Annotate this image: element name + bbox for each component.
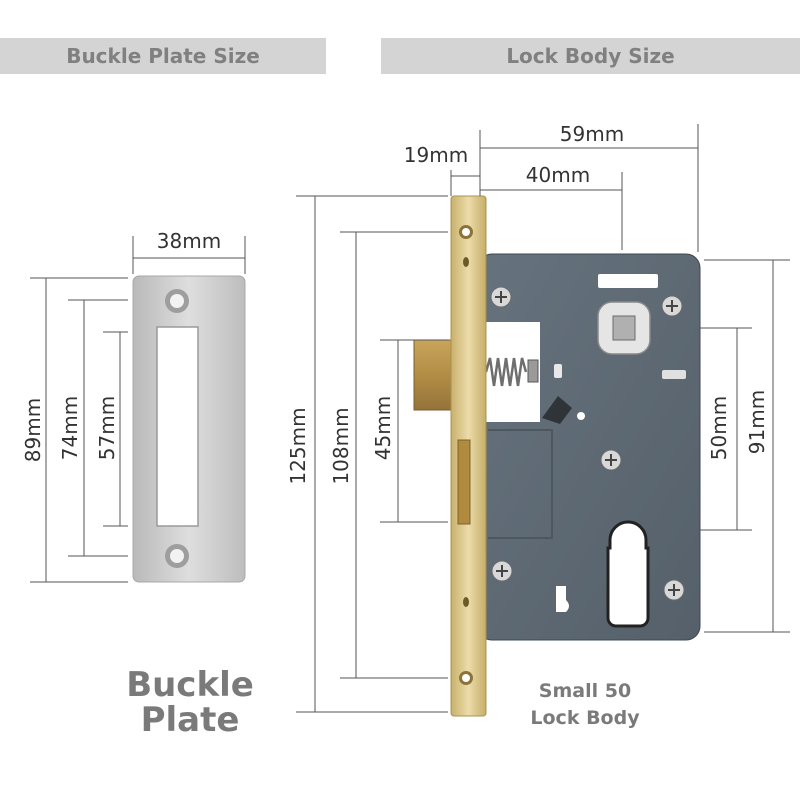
- lock-body-size-banner: Lock Body Size: [381, 38, 800, 74]
- buckle-width-label: 38mm: [157, 229, 221, 253]
- screw-hole-top: [165, 289, 189, 313]
- buckle-hole-spacing-label: 74mm: [58, 396, 82, 460]
- deadbolt-slot: [457, 439, 471, 525]
- lock-body-size-title: Lock Body Size: [506, 44, 675, 68]
- buckle-plate: [132, 275, 246, 583]
- buckle-caption-line1: Buckle: [126, 665, 254, 705]
- screw-center: [600, 449, 622, 471]
- strike-opening: [156, 326, 199, 527]
- buckle-plate-size-banner: Buckle Plate Size: [0, 38, 326, 74]
- top-slot: [598, 274, 658, 288]
- faceplate-hole-upper: [463, 257, 469, 267]
- small-pin: [577, 412, 585, 420]
- buckle-opening-height-label: 57mm: [95, 396, 119, 460]
- small-slot-right: [662, 370, 686, 379]
- lock-caption-line1: Small 50: [538, 680, 632, 702]
- lock-faceplate: [450, 195, 487, 717]
- bottom-notch: [556, 586, 569, 612]
- lock-faceplate-offset-label: 19mm: [404, 143, 468, 167]
- lock-hole-spacing-label: 108mm: [329, 407, 353, 484]
- faceplate-hole-lower: [463, 597, 469, 607]
- lock-overall-depth-label: 59mm: [560, 122, 624, 146]
- lock-body-caption: Small 50 Lock Body: [500, 678, 670, 732]
- latch-spring-stop: [527, 359, 539, 383]
- lever-piece: [542, 396, 572, 424]
- latch-spring: [484, 357, 528, 387]
- small-slot-upper: [554, 364, 562, 378]
- screw-bottom-right: [663, 579, 685, 601]
- lock-spindle-cylinder-label: 50mm: [707, 396, 731, 460]
- faceplate-hole-bottom: [459, 671, 473, 685]
- screw-top-left: [490, 286, 512, 308]
- cylinder-cutout: [606, 520, 650, 628]
- screw-hole-bottom: [165, 544, 189, 568]
- screw-top-right: [661, 295, 683, 317]
- lock-latch-height-label: 45mm: [371, 396, 395, 460]
- buckle-plate-caption: Buckle Plate: [110, 668, 270, 738]
- spindle-hub: [597, 301, 651, 355]
- lock-body-height-label: 91mm: [745, 390, 769, 454]
- lock-backset-label: 40mm: [526, 163, 590, 187]
- lock-dimension-lines: [296, 124, 790, 713]
- buckle-caption-line2: Plate: [140, 700, 240, 740]
- screw-bottom-left: [491, 560, 513, 582]
- buckle-dimension-lines: [30, 236, 246, 583]
- buckle-plate-size-title: Buckle Plate Size: [66, 44, 260, 68]
- buckle-outer-height-label: 89mm: [21, 398, 45, 462]
- faceplate-hole-top: [459, 225, 473, 239]
- lock-caption-line2: Lock Body: [530, 707, 640, 729]
- lock-faceplate-height-label: 125mm: [286, 407, 310, 484]
